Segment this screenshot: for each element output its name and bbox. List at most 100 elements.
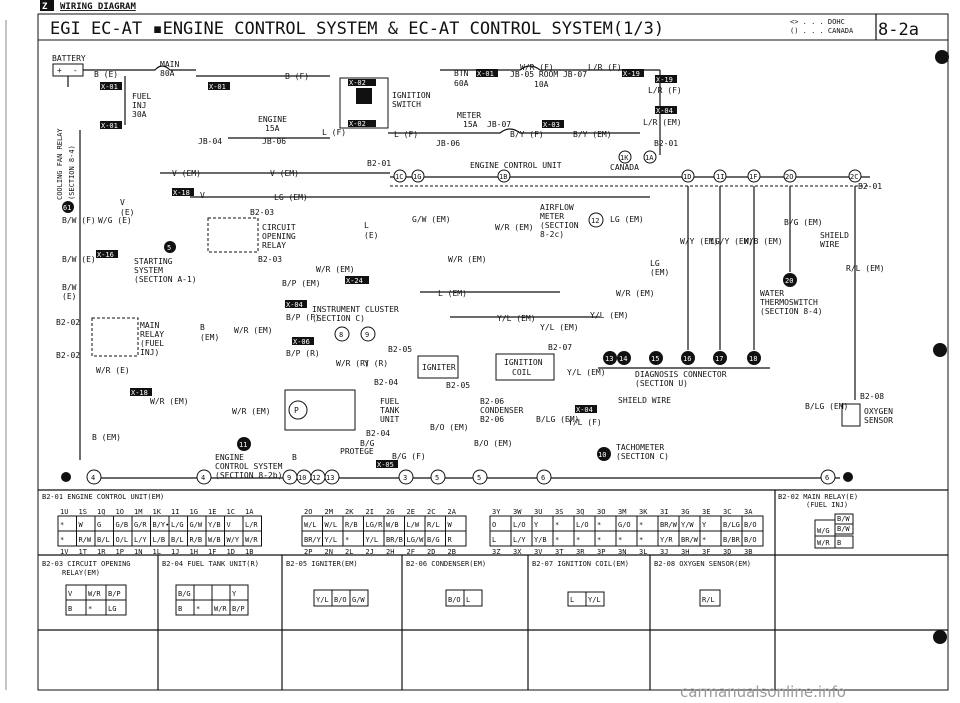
svg-text:CONTROL SYSTEM: CONTROL SYSTEM — [215, 462, 283, 471]
svg-text:B2-04: B2-04 — [374, 378, 398, 387]
pin-wire-color: R/L — [702, 596, 715, 604]
condenser-label: CONDENSER — [480, 406, 524, 415]
svg-text:1D: 1D — [683, 173, 691, 181]
svg-text:X-19: X-19 — [656, 76, 673, 84]
pin-number: 2C — [427, 508, 435, 516]
svg-text:JB-04: JB-04 — [198, 137, 222, 146]
svg-text:X-18: X-18 — [131, 389, 148, 397]
svg-text:B/LG (EM): B/LG (EM) — [805, 402, 848, 411]
pin-wire-color: W/Y — [227, 536, 240, 544]
punch-hole-icon — [933, 630, 947, 644]
svg-text:1I: 1I — [716, 173, 724, 181]
circuit-opening-relay-label: CIRCUIT — [262, 223, 296, 232]
svg-text:B2-01: B2-01 — [858, 182, 882, 191]
svg-text:W/R (EM): W/R (EM) — [232, 407, 271, 416]
svg-text:11: 11 — [239, 441, 247, 449]
svg-text:R/L (EM): R/L (EM) — [846, 264, 885, 273]
pin-wire-color: Y/L — [366, 536, 379, 544]
pin-number: 2E — [407, 508, 415, 516]
fuel-tank-unit-label: FUEL — [380, 397, 399, 406]
pin-wire-color: L/Y — [513, 536, 526, 544]
svg-text:B/O (EM): B/O (EM) — [430, 423, 469, 432]
pin-number: 1U — [60, 508, 68, 516]
svg-text:1K: 1K — [620, 154, 629, 162]
svg-text:15: 15 — [651, 355, 659, 363]
svg-text:8: 8 — [339, 331, 343, 339]
pin-number: 3G — [681, 508, 689, 516]
svg-text:B/O (EM): B/O (EM) — [474, 439, 513, 448]
svg-text:B: B — [292, 453, 297, 462]
pin-wire-color: B/P — [108, 590, 121, 598]
pin-number: 1C — [227, 508, 235, 516]
pin-number: 1S — [79, 508, 87, 516]
punch-hole-icon — [933, 343, 947, 357]
svg-text:2O: 2O — [785, 173, 793, 181]
svg-text:15A: 15A — [265, 124, 280, 133]
pin-wire-color: O — [492, 521, 496, 529]
pin-number: 3Z — [492, 548, 500, 556]
pin-number: 1E — [208, 508, 216, 516]
pin-number: 3B — [744, 548, 752, 556]
shield-wire-label: SHIELD WIRE — [618, 396, 671, 405]
svg-text:L (F): L (F) — [322, 128, 346, 137]
pin-wire-color: G/R — [134, 521, 147, 529]
pin-wire-color: W/B — [208, 536, 221, 544]
pin-wire-color: L — [570, 596, 574, 604]
svg-text:B/P (R): B/P (R) — [286, 349, 320, 358]
svg-text:LG/Y (EM): LG/Y (EM) — [710, 237, 753, 246]
punch-hole-icon — [935, 50, 949, 64]
svg-text:8-2c): 8-2c) — [540, 230, 564, 239]
pin-wire-color: V — [227, 521, 232, 529]
pin-wire-color: B/G — [178, 590, 191, 598]
pin-number: 1I — [171, 508, 179, 516]
pin-cell — [229, 599, 249, 616]
pin-number: 2K — [345, 508, 354, 516]
pin-number: 2L — [345, 548, 353, 556]
pin-wire-color: W/R — [88, 590, 101, 598]
pin-number: 1H — [190, 548, 198, 556]
svg-text:JB-07: JB-07 — [487, 120, 511, 129]
pin-number: 1O — [116, 508, 124, 516]
svg-text:B/Y (F): B/Y (F) — [510, 130, 544, 139]
svg-text:L (EM): L (EM) — [438, 289, 467, 298]
pin-cell — [242, 530, 262, 547]
pin-cell — [349, 589, 369, 607]
pin-number: 3D — [723, 548, 731, 556]
pin-wire-color: B/W — [837, 515, 850, 523]
pin-wire-color: LG/W — [407, 536, 425, 544]
pin-cell — [445, 530, 467, 547]
svg-text:-: - — [73, 66, 78, 75]
svg-text:B/Y (EM): B/Y (EM) — [573, 130, 612, 139]
pin-cell — [211, 584, 231, 601]
igniter-icon — [417, 355, 459, 379]
svg-text:B2-06: B2-06 — [480, 397, 504, 406]
svg-text:BTN: BTN — [454, 69, 469, 78]
pin-wire-color: G/W — [190, 521, 203, 529]
svg-text:W/Y (EM): W/Y (EM) — [680, 237, 719, 246]
pin-number: 3J — [660, 548, 668, 556]
pin-wire-color: W/L — [304, 521, 317, 529]
meter-fuse: METER — [457, 111, 481, 120]
svg-text:X-18: X-18 — [173, 189, 190, 197]
pin-wire-color: G/B — [116, 521, 129, 529]
igniter-label: IGNITER — [422, 363, 456, 372]
svg-text:14: 14 — [619, 355, 627, 363]
engine-fuse: ENGINE — [258, 115, 287, 124]
svg-text:X-04: X-04 — [576, 406, 593, 414]
pin-wire-color: B/P — [232, 605, 245, 613]
pin-wire-color: * — [639, 536, 643, 544]
svg-text:B2-02: B2-02 — [56, 318, 80, 327]
pin-wire-color: B — [837, 539, 841, 547]
svg-text:(EM): (EM) — [650, 268, 669, 277]
pin-wire-color: BR/W — [681, 536, 699, 544]
svg-text:B2-06: B2-06 — [480, 415, 504, 424]
pin-wire-color: B/O — [334, 596, 347, 604]
cooling-fan-relay-label: COOLING FAN RELAY — [56, 128, 64, 200]
svg-text:(FUEL INJ): (FUEL INJ) — [806, 501, 848, 509]
section-mark-box — [40, 0, 54, 11]
pin-wire-color: * — [555, 536, 559, 544]
pin-cell — [834, 535, 854, 549]
main-fuse-label: MAIN — [160, 60, 179, 69]
